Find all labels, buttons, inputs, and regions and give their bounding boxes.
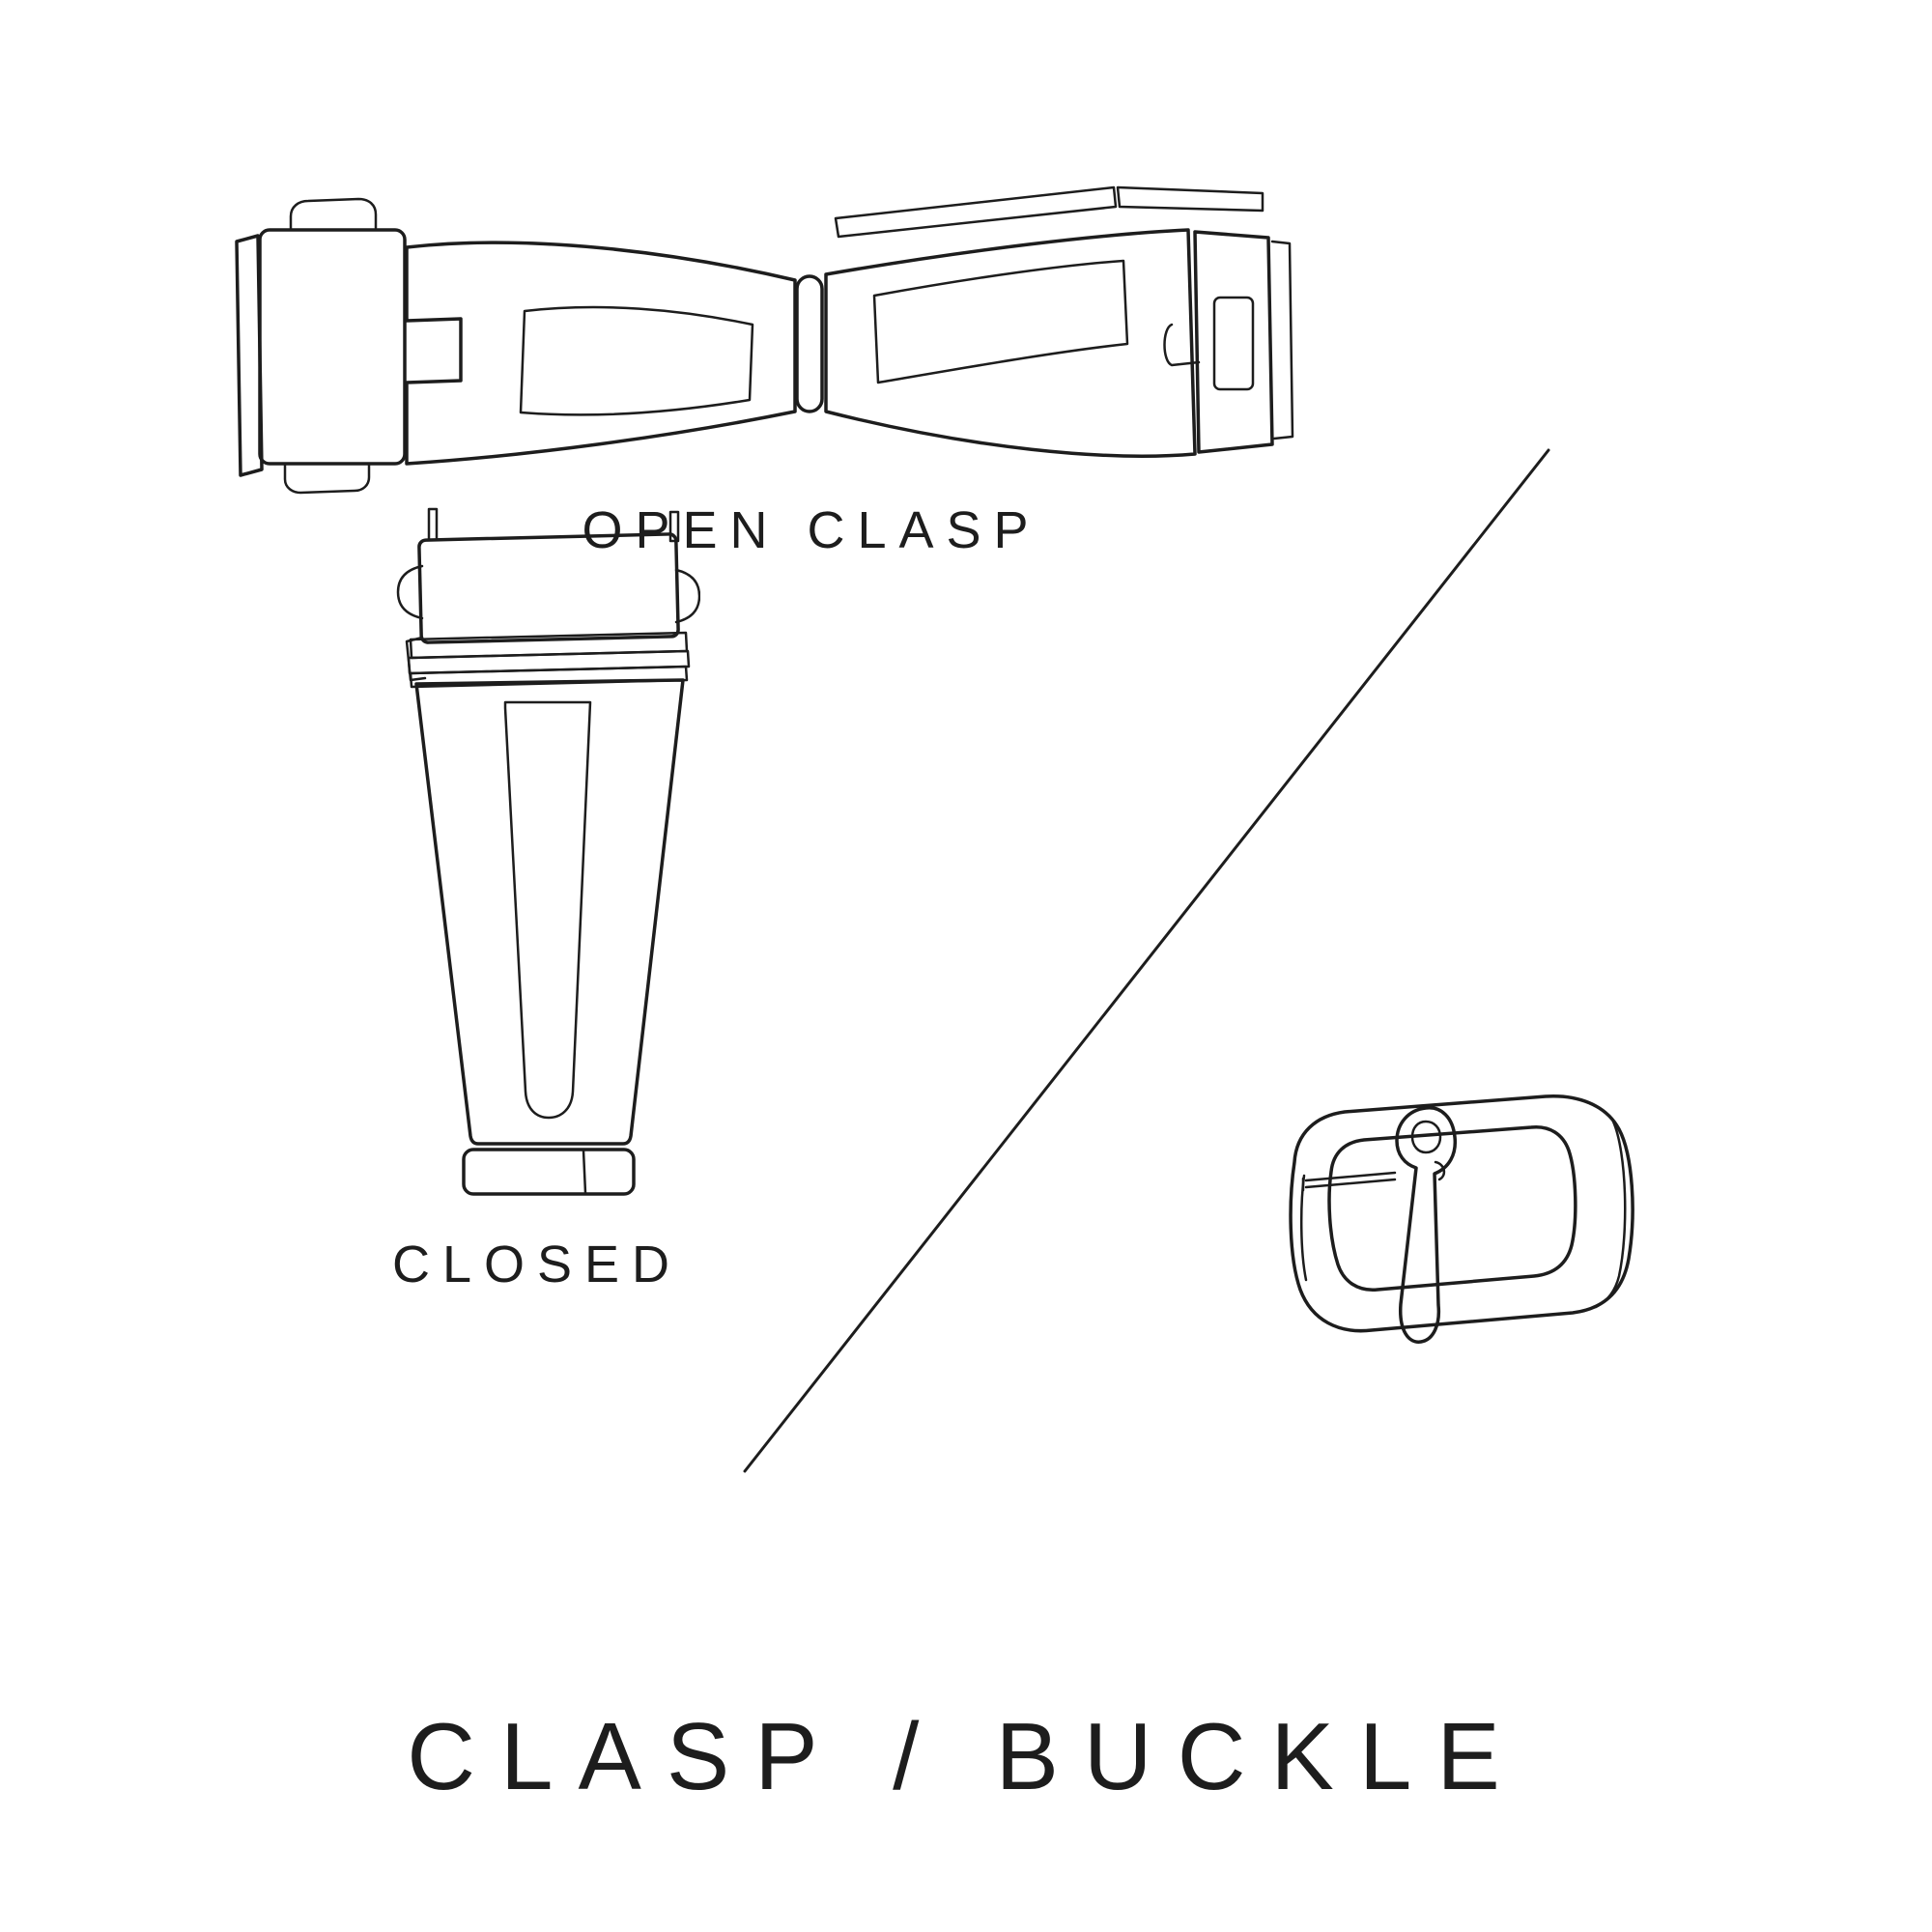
closed-clasp-prong xyxy=(427,507,439,542)
open-clasp-end-bracket xyxy=(1193,230,1274,454)
closed-clasp-bottom-bar xyxy=(462,1148,636,1196)
open-clasp-right-blade xyxy=(824,228,1197,458)
closed-clasp-top-block xyxy=(417,532,680,644)
closed-clasp-body xyxy=(414,678,685,1146)
closed-clasp-prong xyxy=(668,510,680,543)
buckle-opening xyxy=(1327,1125,1577,1292)
closed-clasp-label: CLOSED xyxy=(391,1236,683,1293)
buckle-pin xyxy=(1304,1171,1397,1182)
open-clasp-illustration xyxy=(235,185,1294,495)
open-clasp-end-block xyxy=(258,228,407,466)
buckle-frame xyxy=(1289,1094,1634,1333)
buckle-tongue xyxy=(1395,1106,1458,1344)
page-title: CLASP / BUCKLE xyxy=(407,1703,1525,1809)
open-clasp-left-strip xyxy=(235,234,264,477)
open-clasp-label: OPEN CLASP xyxy=(582,501,1041,559)
closed-clasp-illustration xyxy=(396,507,700,1196)
open-clasp-hinge xyxy=(795,274,824,413)
divider-line xyxy=(743,448,1550,1473)
open-clasp-left-blade xyxy=(405,241,797,466)
buckle-illustration xyxy=(1289,1094,1634,1344)
